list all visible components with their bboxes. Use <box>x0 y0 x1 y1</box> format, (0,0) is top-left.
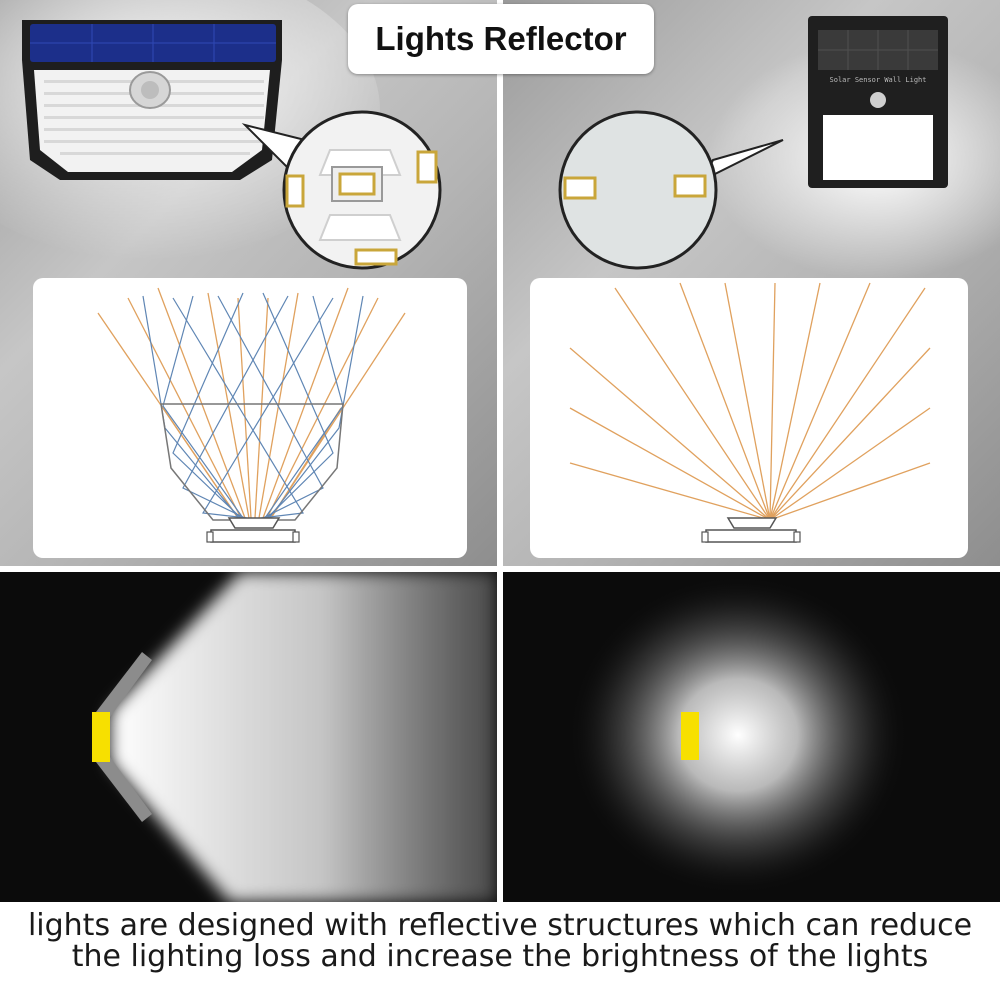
reflector-wall-bottom <box>96 757 152 822</box>
bottom-right-panel <box>503 572 1000 902</box>
led-chip <box>92 712 110 762</box>
top-right-panel: Solar Sensor Wall Light <box>503 0 1000 566</box>
reflector-wall-top <box>96 652 152 717</box>
reflector-diagram-card <box>33 278 467 558</box>
no-reflector-diagram-card <box>530 278 968 558</box>
diffused-light-illustration <box>568 575 908 895</box>
no-reflector-light-illustration: Solar Sensor Wall Light <box>558 16 1000 280</box>
solar-light-device <box>22 20 282 180</box>
plain-solar-light-device: Solar Sensor Wall Light <box>808 16 948 188</box>
diffused-glow <box>568 575 908 895</box>
bottom-left-panel <box>0 572 497 902</box>
caption: lights are designed with reflective stru… <box>0 910 1000 987</box>
page-title: Lights Reflector <box>375 20 627 57</box>
focused-beam-illustration <box>92 572 497 902</box>
caption-line-2: the lighting loss and increase the brigh… <box>71 939 929 974</box>
light-beam <box>110 572 497 902</box>
title-box: Lights Reflector <box>348 4 654 74</box>
no-reflector-ray-diagram <box>569 282 931 543</box>
magnifier-reflector-detail <box>241 110 442 270</box>
top-left-panel <box>0 0 497 566</box>
caption-line-1: lights are designed with reflective stru… <box>27 908 973 943</box>
reflector-ray-diagram <box>97 287 406 543</box>
reflector-light-illustration <box>0 0 442 270</box>
led-chip-plain <box>681 712 699 760</box>
magnifier-no-reflector-detail <box>558 110 784 270</box>
device-label-text: Solar Sensor Wall Light <box>830 76 927 84</box>
